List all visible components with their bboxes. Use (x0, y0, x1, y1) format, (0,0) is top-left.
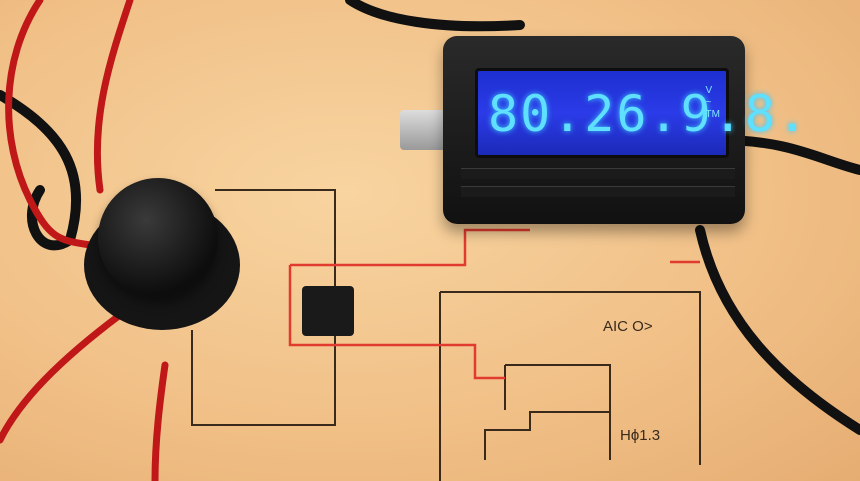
terminal-screw (400, 110, 448, 150)
lcd-unit: V ~ TM (705, 85, 720, 120)
rotary-switch-knob (98, 178, 218, 298)
schematic-label-bottom: Hϕ1.3 (620, 427, 661, 444)
schematic-label-top: AIC O> (603, 318, 653, 335)
lcd-reading: 80.26.9.8. (488, 85, 810, 143)
digital-display-unit: 80.26.9.8. V ~ TM (443, 36, 807, 224)
lcd-screen: 80.26.9.8. V ~ TM (475, 68, 807, 158)
transistor-chip (302, 286, 354, 336)
